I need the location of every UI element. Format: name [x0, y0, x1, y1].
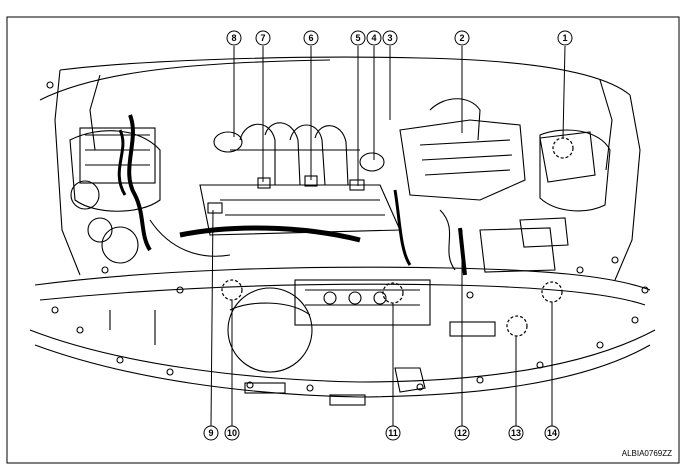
callout-13: 13	[508, 425, 524, 441]
callout-12: 12	[454, 425, 470, 441]
target-marker-13	[506, 315, 528, 337]
callout-3-label: 3	[387, 33, 392, 43]
callout-4: 4	[366, 30, 382, 46]
callout-11: 11	[385, 425, 401, 441]
callout-10-label: 10	[227, 428, 237, 438]
callout-2-label: 2	[459, 33, 464, 43]
callout-7-label: 7	[260, 33, 265, 43]
callout-14-label: 14	[547, 428, 557, 438]
callout-6: 6	[303, 30, 319, 46]
callout-10: 10	[224, 425, 240, 441]
callout-8: 8	[226, 30, 242, 46]
callout-5-label: 5	[355, 33, 360, 43]
callout-2: 2	[454, 30, 470, 46]
callout-11-label: 11	[388, 428, 398, 438]
callout-12-label: 12	[457, 428, 467, 438]
callout-3: 3	[382, 30, 398, 46]
figure-reference-code: ALBIA0769ZZ	[622, 449, 672, 458]
engine-bay-drawing	[29, 56, 656, 406]
callout-4-label: 4	[371, 33, 376, 43]
callout-8-label: 8	[231, 33, 236, 43]
callout-9-label: 9	[208, 428, 213, 438]
callout-9: 9	[203, 425, 219, 441]
callout-14: 14	[544, 425, 560, 441]
leader-lines	[210, 45, 566, 427]
callout-1-label: 1	[562, 33, 567, 43]
callout-7: 7	[255, 30, 271, 46]
callout-13-label: 13	[511, 428, 521, 438]
callouts-top: 8 7 6 5 4 3 2 1	[226, 30, 573, 46]
callout-5: 5	[350, 30, 366, 46]
callouts-bottom: 9 10 11 12 13 14	[203, 425, 560, 441]
callout-6-label: 6	[308, 33, 313, 43]
callout-1: 1	[557, 30, 573, 46]
